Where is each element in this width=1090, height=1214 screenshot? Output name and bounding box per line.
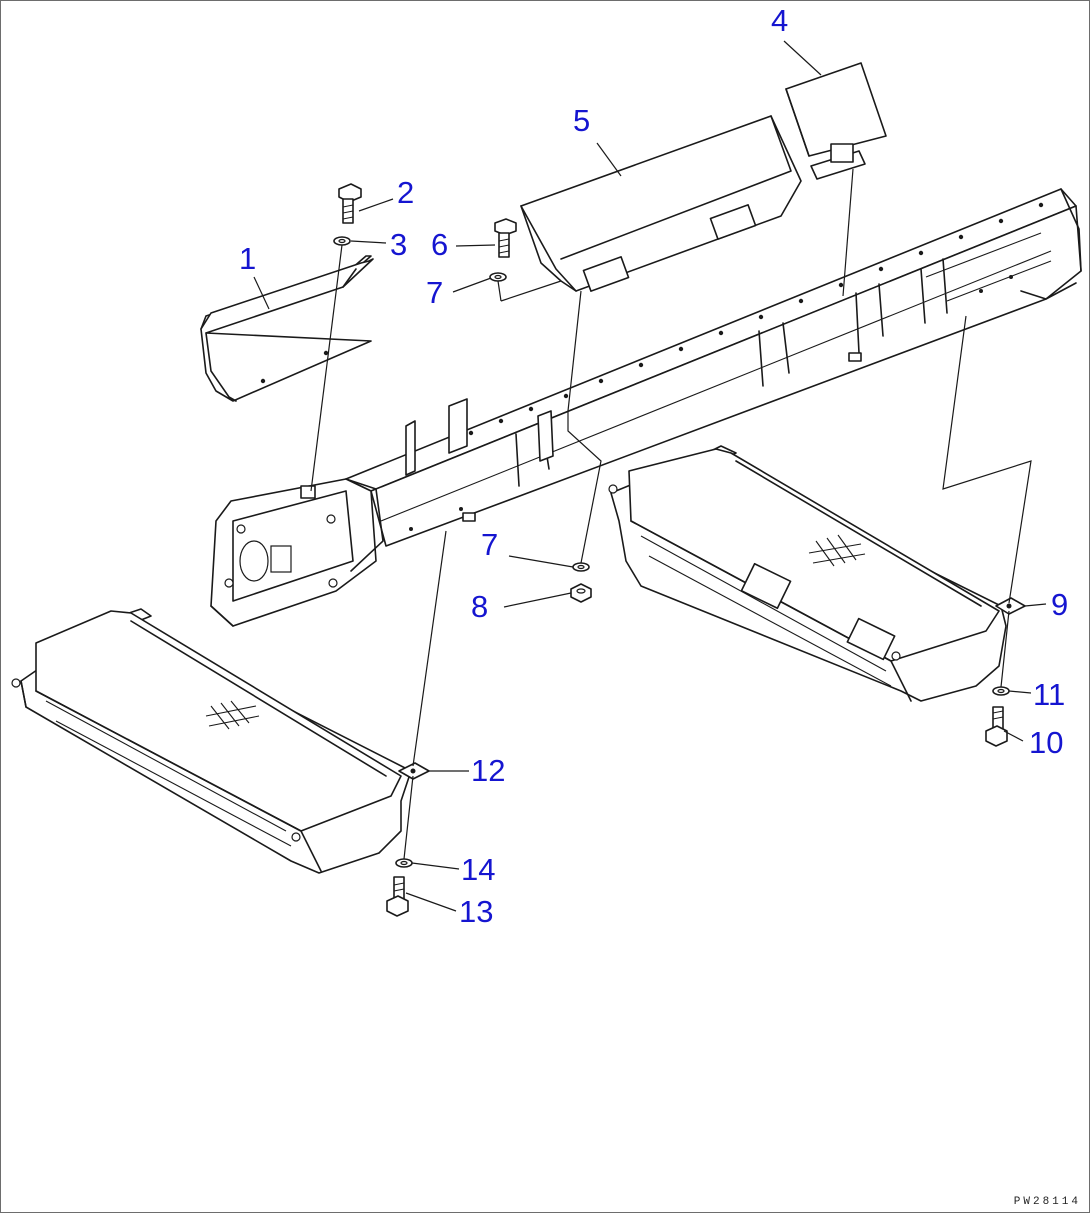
callout-7-upper: 7 [426,275,444,310]
assembly-lines [310,168,1032,860]
part-8-nut [570,583,592,603]
part-13-bolt [386,876,409,917]
part-1-front-cover [200,255,374,402]
callout-5: 5 [573,103,591,138]
part-4-rear-cover [785,62,887,180]
frame-beam [345,188,1082,547]
left-step-box [11,608,430,874]
callout-13: 13 [459,894,494,929]
callout-4: 4 [771,3,789,38]
callout-10: 10 [1029,725,1064,760]
drawing-code: PW28114 [1013,1196,1081,1208]
callout-8: 8 [471,589,489,624]
part-6-bolt [494,218,517,258]
part-10-bolt [985,706,1008,747]
callout-9: 9 [1051,587,1069,622]
callout-14: 14 [461,852,496,887]
part-7-washer-lower [572,562,590,572]
part-5-mid-cover [520,115,802,292]
callout-12: 12 [471,753,506,788]
callout-3: 3 [390,227,408,262]
callout-7-lower: 7 [481,527,499,562]
callout-11: 11 [1033,677,1066,712]
frame-front-box [210,478,384,627]
part-2-bolt [338,183,362,224]
right-step-box [608,445,1026,702]
part-7-washer-upper [489,272,507,282]
part-3-washer [333,236,351,246]
part-14-washer [395,858,413,868]
callout-2: 2 [397,175,415,210]
part-11-washer [992,686,1010,696]
callout-1: 1 [239,241,257,276]
callout-6: 6 [431,227,449,262]
callout-leaders [253,40,1047,912]
